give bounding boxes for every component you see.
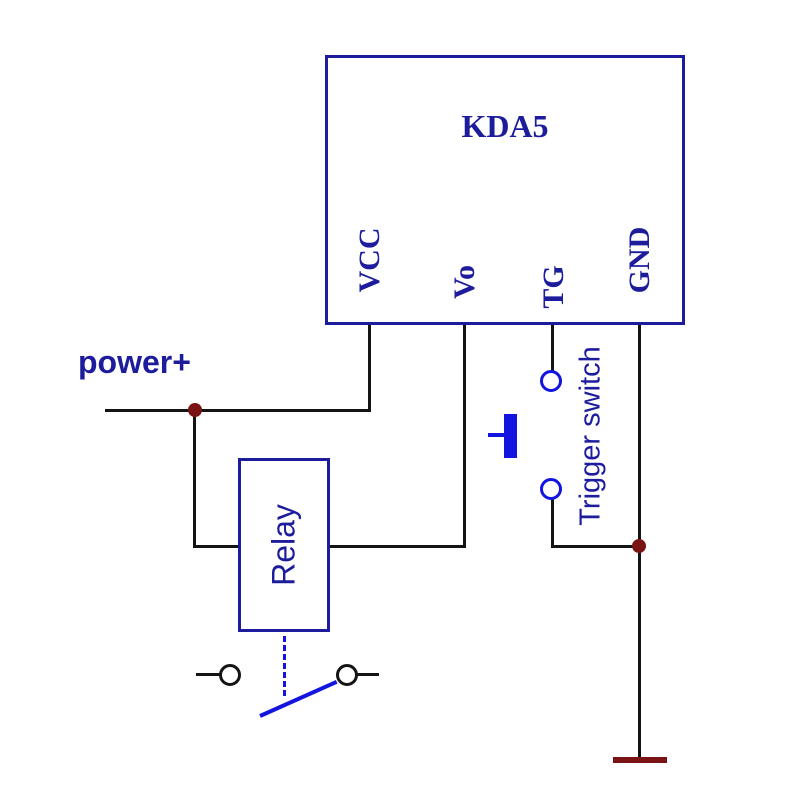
contact-lead-left xyxy=(196,673,220,676)
wire-tg-lower xyxy=(551,497,554,548)
relay-box xyxy=(238,458,330,632)
pushbutton-terminal-bottom xyxy=(540,478,562,500)
relay-label: Relay xyxy=(265,504,302,586)
wire-vo-vertical xyxy=(463,325,466,548)
junction-dot-power xyxy=(188,403,202,417)
wire-relay-left xyxy=(193,545,239,548)
ground-symbol xyxy=(613,757,667,763)
pin-label-tg: TG xyxy=(537,265,570,309)
pushbutton-contact-bar xyxy=(504,414,517,458)
wire-left-vertical xyxy=(193,409,196,548)
contact-arm xyxy=(259,680,338,718)
trigger-switch-label: Trigger switch xyxy=(574,346,607,526)
wire-vcc-vertical xyxy=(368,325,371,412)
power-label: power+ xyxy=(78,344,191,380)
pushbutton-terminal-top xyxy=(540,370,562,392)
ic-box xyxy=(325,55,685,325)
wire-relay-right xyxy=(330,545,466,548)
junction-dot-gnd xyxy=(632,539,646,553)
pin-label-vcc: VCC xyxy=(353,227,386,293)
wire-bottom-horizontal xyxy=(551,545,643,548)
contact-lead-right xyxy=(353,673,379,676)
wire-tg-upper xyxy=(551,325,554,373)
pin-label-gnd: GND xyxy=(623,226,656,294)
contact-terminal-left xyxy=(219,664,241,686)
contact-terminal-right xyxy=(336,664,358,686)
pushbutton-actuator-stem xyxy=(488,433,506,437)
relay-mechanical-link xyxy=(283,636,286,696)
ic-title: KDA5 xyxy=(461,108,549,144)
wire-power-horizontal xyxy=(105,409,371,412)
pin-label-vo: Vo xyxy=(448,265,481,299)
